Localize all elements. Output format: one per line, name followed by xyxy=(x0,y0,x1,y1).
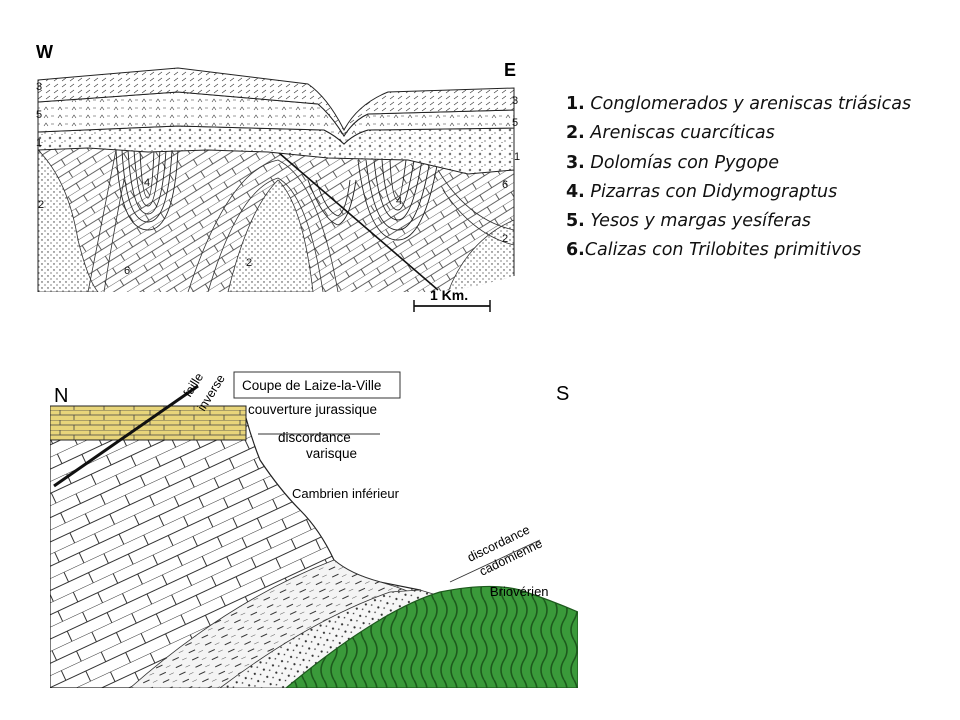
legend-item: 6.Calizas con Trilobites primitivos xyxy=(566,240,862,261)
unit-label: 5 xyxy=(512,117,518,129)
shale-band xyxy=(129,559,411,688)
cover-label: couverture jurassique xyxy=(248,402,377,417)
cross-section-we: W E 3 5 1 2 6 4 2 4 3 5 1 6 2 1 Km. xyxy=(36,42,520,312)
syncline-west xyxy=(115,149,179,231)
brioverian-label: Briovérien xyxy=(490,584,549,599)
cambrian-label: Cambrien inférieur xyxy=(292,486,400,501)
unit-label: 6 xyxy=(502,179,508,191)
legend-item: 3. Dolomías con Pygope xyxy=(566,152,780,173)
south-label: S xyxy=(556,383,569,405)
unit-label: 1 xyxy=(514,151,520,163)
title-box xyxy=(233,371,401,399)
scale-label: 1 Km. xyxy=(430,287,468,303)
legend-item: 1. Conglomerados y areniscas triásicas xyxy=(566,94,912,114)
cover-layers xyxy=(37,67,515,175)
section-title: Coupe de Laize-la-Ville xyxy=(242,378,381,393)
legend-item: 4. Pizarras con Didymograptus xyxy=(566,181,838,202)
legend-item: 5. Yesos y margas yesíferas xyxy=(566,211,811,232)
unconformity-varisque-2: varisque xyxy=(306,446,357,461)
brioverian-unit xyxy=(285,585,578,688)
unit-label: 2 xyxy=(38,199,44,211)
unit-label: 4 xyxy=(396,195,402,207)
unit-label: 1 xyxy=(36,137,42,149)
sandstone-band xyxy=(219,589,441,688)
folded-basement xyxy=(38,145,514,292)
reverse-fault xyxy=(53,384,199,488)
unit-label: 6 xyxy=(124,265,130,277)
north-label: N xyxy=(54,385,68,407)
unit-labels: 3 5 1 2 6 4 2 4 3 5 1 6 2 xyxy=(36,81,520,277)
cross-section-laize: N S Coupe de Laize-la-Ville faille inver… xyxy=(50,370,578,688)
fault-line xyxy=(263,139,439,291)
west-label: W xyxy=(36,42,53,62)
unit-label: 3 xyxy=(36,81,42,93)
scale-bar: 1 Km. xyxy=(413,287,491,312)
jurassic-cover xyxy=(50,405,247,441)
unit-label: 2 xyxy=(246,257,252,269)
unit-label: 2 xyxy=(502,233,508,245)
unit-label: 4 xyxy=(144,177,150,189)
legend-item: 2. Areniscas cuarcíticas xyxy=(566,123,775,144)
syncline-east xyxy=(307,159,439,241)
unit-label: 5 xyxy=(36,109,42,121)
legend: 1. Conglomerados y areniscas triásicas 2… xyxy=(566,90,946,266)
east-label: E xyxy=(504,60,516,80)
unconformity-varisque-1: discordance xyxy=(278,430,351,445)
unit-label: 3 xyxy=(512,95,518,107)
